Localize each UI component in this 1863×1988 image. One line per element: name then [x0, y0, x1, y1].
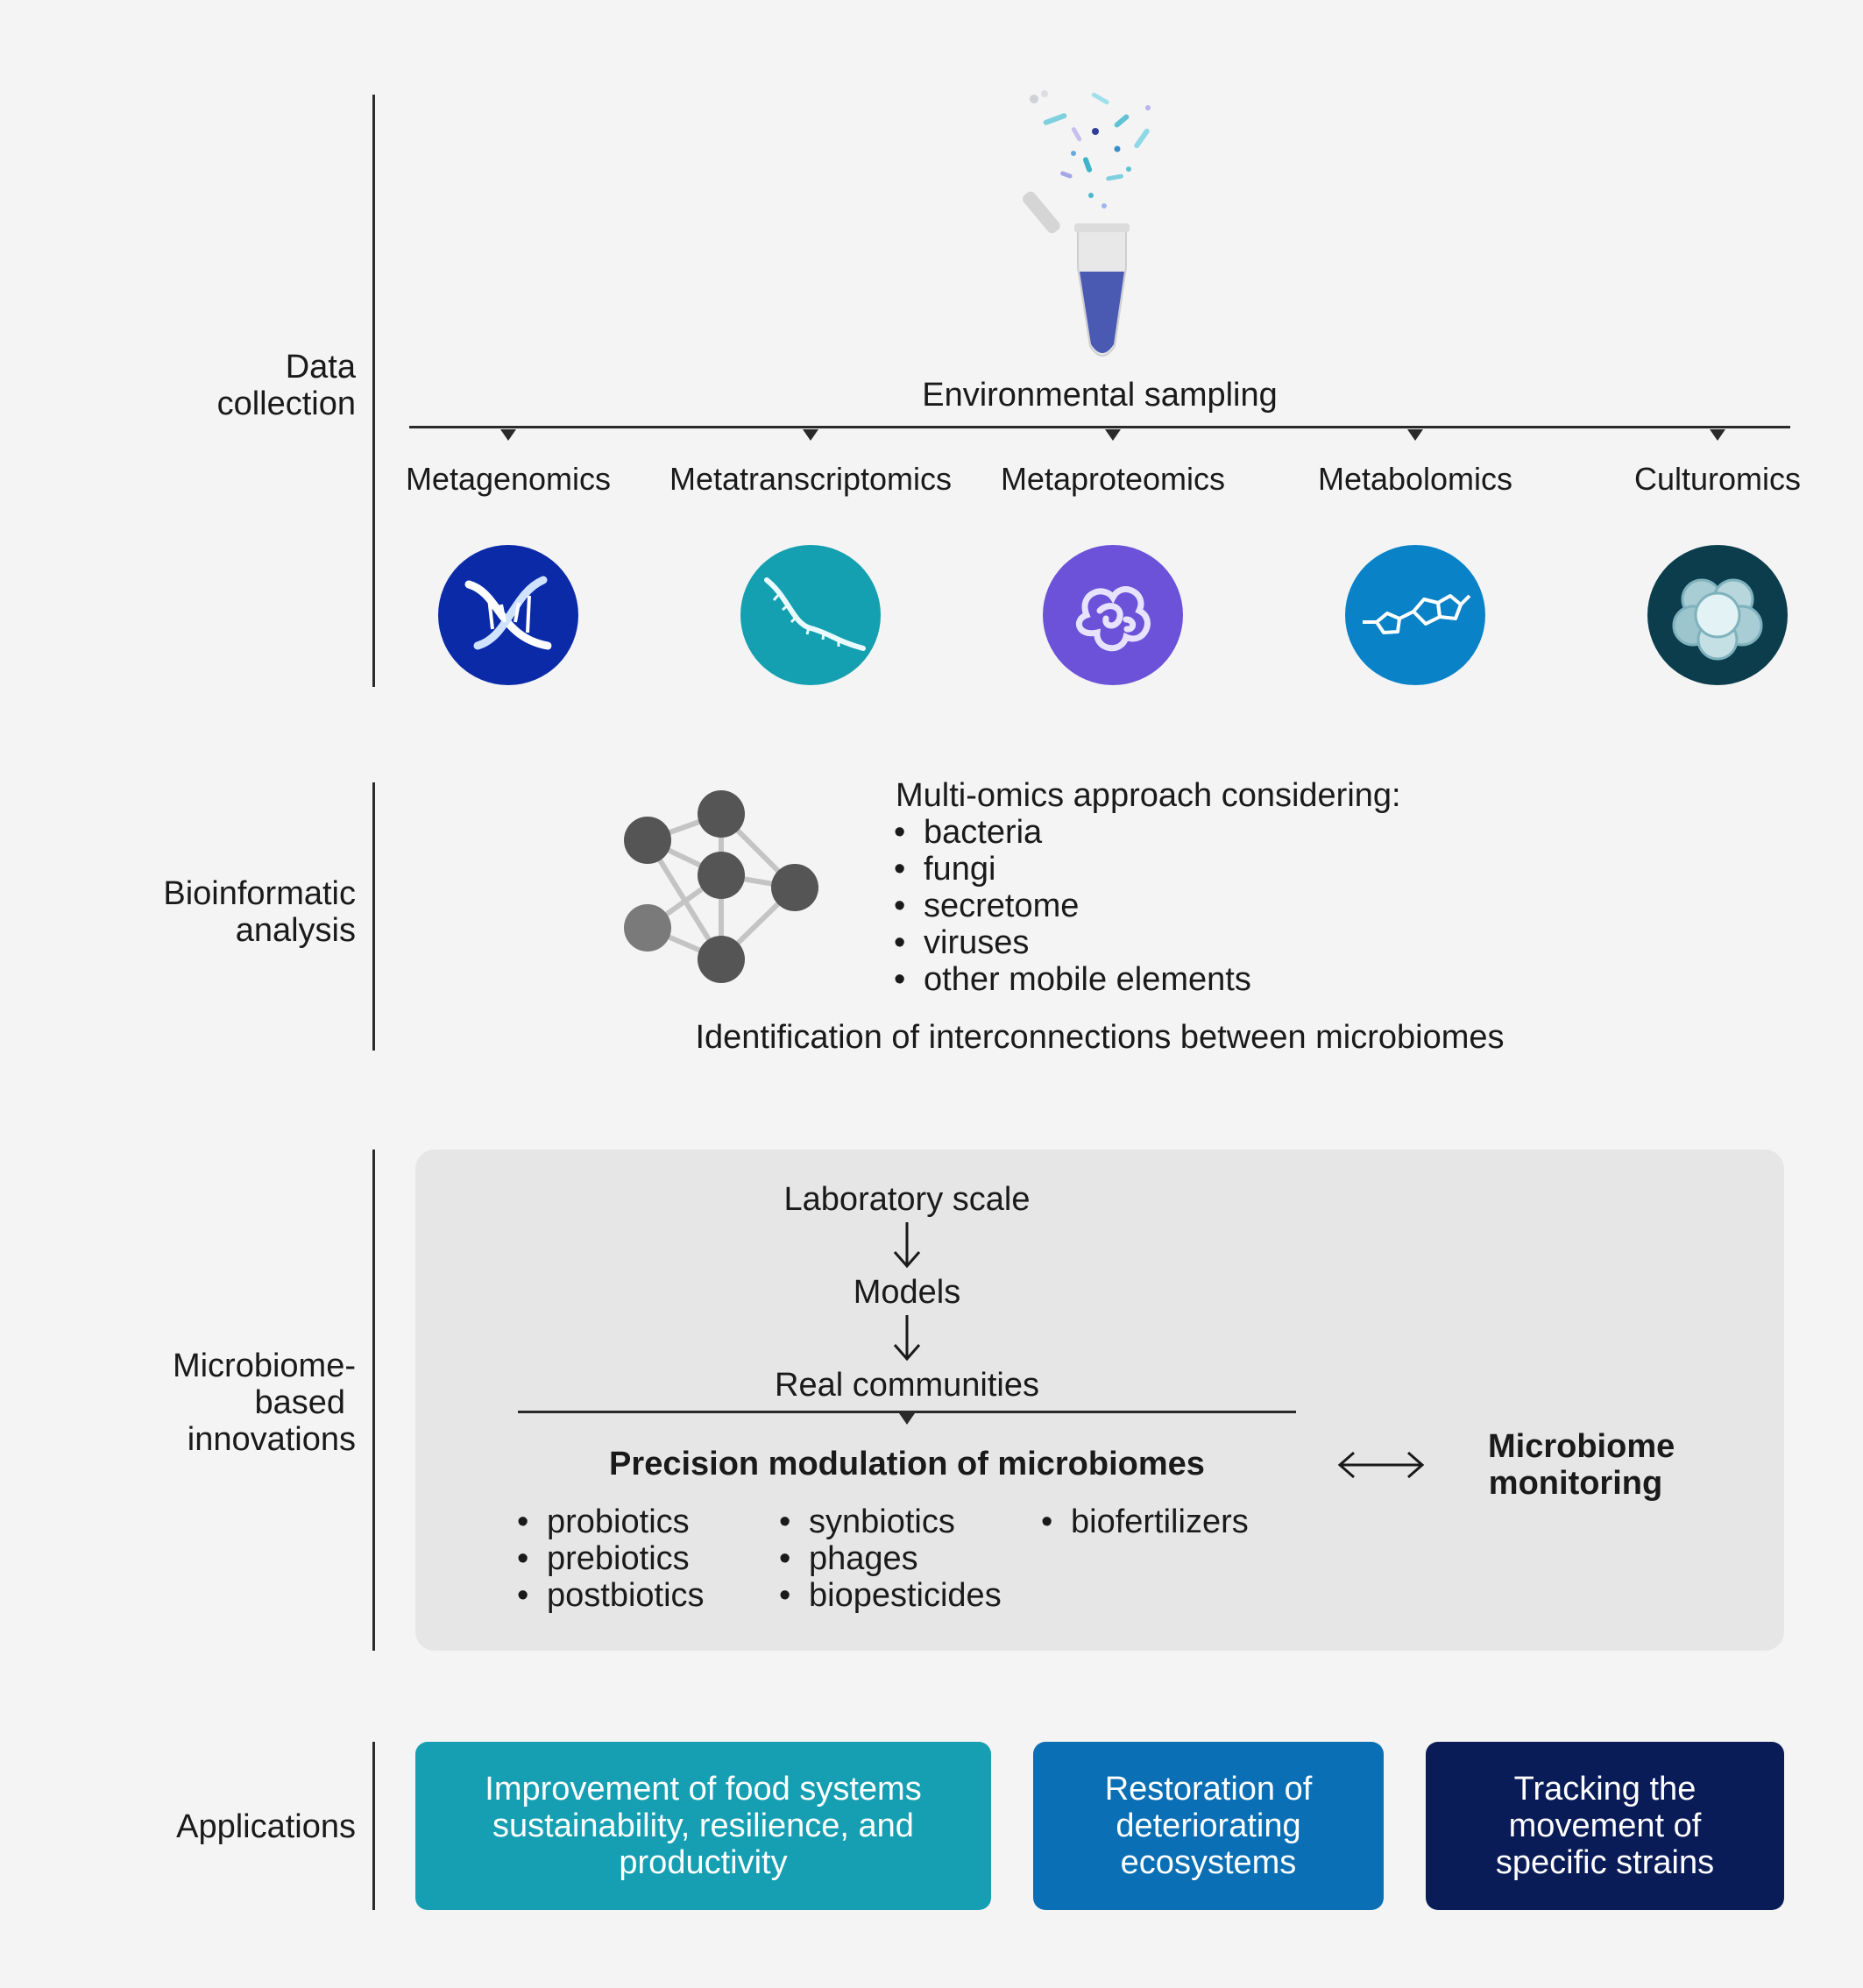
interconnection-summary: Identification of interconnections betwe…: [695, 1019, 1505, 1056]
dna-helix-icon: [438, 545, 578, 685]
branch-arrow: [803, 429, 818, 441]
communities-line: [518, 1411, 1296, 1413]
double-arrow-icon: [1337, 1451, 1425, 1479]
cell-culture-icon: [1647, 545, 1788, 685]
branch-arrow: [1105, 429, 1121, 441]
row-label-line: innovations: [187, 1421, 356, 1458]
row-label-line: Bioinformatic: [163, 875, 356, 912]
down-arrow-icon: [893, 1222, 921, 1269]
row-label-line: Microbiome-: [172, 1348, 356, 1384]
row-label-data-collection: Data collection: [5, 349, 356, 422]
list-item: viruses: [894, 924, 1251, 961]
omic-label-metagenomics: Metagenomics: [405, 461, 612, 497]
branch-arrow: [1407, 429, 1423, 441]
list-item: secretome: [894, 888, 1251, 924]
list-item: biofertilizers: [1041, 1503, 1249, 1540]
molecule-icon: [1345, 545, 1485, 685]
omic-label-metaproteomics: Metaproteomics: [1000, 461, 1226, 497]
monitoring-line: Microbiome: [1488, 1428, 1675, 1465]
list-item: biopesticides: [779, 1577, 1002, 1614]
application-line: specific strains: [1495, 1844, 1715, 1881]
list-item: prebiotics: [517, 1540, 705, 1577]
application-line: Tracking the: [1513, 1771, 1697, 1808]
application-line: Improvement of food systems: [485, 1771, 922, 1808]
network-icon: [624, 790, 818, 983]
row-label-innovations: Microbiome- based innovations: [5, 1348, 356, 1458]
application-restoration: Restoration of deteriorating ecosystems: [1033, 1742, 1384, 1910]
application-line: deteriorating: [1116, 1808, 1301, 1844]
divider-data-collection: [372, 95, 375, 687]
application-line: productivity: [619, 1844, 788, 1881]
application-tracking: Tracking the movement of specific strain…: [1426, 1742, 1784, 1910]
sample-tube-icon: [1022, 90, 1151, 357]
sampling-label: Environmental sampling: [922, 377, 1278, 414]
step-models: Models: [853, 1274, 961, 1311]
row-label-line: Applications: [176, 1808, 356, 1845]
microbiome-monitoring: Microbiome monitoring: [1488, 1428, 1675, 1502]
row-label-applications: Applications: [5, 1808, 356, 1845]
application-food-systems: Improvement of food systems sustainabili…: [415, 1742, 991, 1910]
application-line: ecosystems: [1120, 1844, 1297, 1881]
modulation-list-col3: biofertilizers: [1041, 1503, 1249, 1540]
application-line: movement of: [1508, 1808, 1702, 1844]
omic-label-metatranscriptomics: Metatranscriptomics: [669, 461, 953, 497]
monitoring-line: monitoring: [1488, 1465, 1663, 1502]
branch-arrow: [1710, 429, 1725, 441]
row-label-line: Data: [285, 349, 356, 386]
list-item: probiotics: [517, 1503, 705, 1540]
multiomics-heading: Multi-omics approach considering:: [896, 777, 1401, 814]
rna-strand-icon: [740, 545, 881, 685]
step-real-communities: Real communities: [775, 1367, 1039, 1404]
list-item: phages: [779, 1540, 1002, 1577]
modulation-list-col1: probiotics prebiotics postbiotics: [517, 1503, 705, 1614]
row-label-line: analysis: [235, 912, 356, 949]
list-item: bacteria: [894, 814, 1251, 851]
omic-label-culturomics: Culturomics: [1633, 461, 1802, 497]
multiomics-list: bacteria fungi secretome viruses other m…: [894, 814, 1251, 998]
list-item: fungi: [894, 851, 1251, 888]
list-item: synbiotics: [779, 1503, 1002, 1540]
branch-arrow: [500, 429, 516, 441]
row-label-bioinformatic: Bioinformatic analysis: [5, 875, 356, 949]
microbe-particles: [1030, 90, 1151, 209]
precision-title: Precision modulation of microbiomes: [609, 1446, 1205, 1482]
row-label-line: based: [254, 1384, 345, 1421]
divider-applications: [372, 1742, 375, 1910]
row-label-line: collection: [216, 386, 356, 422]
list-item: other mobile elements: [894, 961, 1251, 998]
divider-bioinformatic: [372, 782, 375, 1051]
sampling-line: [409, 426, 1790, 428]
step-laboratory-scale: Laboratory scale: [783, 1181, 1031, 1218]
application-line: sustainability, resilience, and: [492, 1808, 914, 1844]
down-arrow-icon: [893, 1315, 921, 1362]
branch-arrow: [899, 1413, 915, 1425]
divider-innovations: [372, 1150, 375, 1651]
modulation-list-col2: synbiotics phages biopesticides: [779, 1503, 1002, 1614]
application-line: Restoration of: [1104, 1771, 1313, 1808]
list-item: postbiotics: [517, 1577, 705, 1614]
protein-icon: [1043, 545, 1183, 685]
omic-label-metabolomics: Metabolomics: [1317, 461, 1513, 497]
